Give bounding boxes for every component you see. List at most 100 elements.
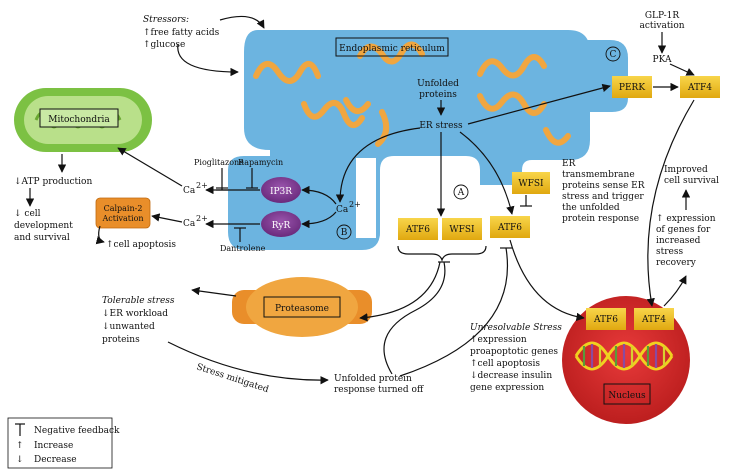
svg-text:2+: 2+	[349, 200, 361, 209]
stressors-title: Stressors:	[143, 15, 189, 25]
wfsi-box-left: WFSI	[442, 218, 482, 240]
svg-text:ATF4: ATF4	[641, 315, 666, 325]
er-title: Endoplasmic reticulum	[339, 44, 445, 54]
cell-development-1: ↓ cell	[14, 209, 41, 219]
svg-text:Ca: Ca	[336, 205, 349, 215]
svg-text:Ca: Ca	[183, 219, 196, 229]
legend-negative: Negative feedback	[15, 423, 120, 436]
atp-production: ↓ATP production	[14, 177, 92, 187]
svg-text:ATF6: ATF6	[593, 315, 618, 325]
pioglitazone-label: Pioglitazone	[194, 158, 244, 167]
unfolded-proteins-line1: Unfolded	[417, 79, 459, 89]
svg-text:B: B	[341, 228, 348, 238]
unresolvable-1: ↑expression	[470, 335, 527, 345]
ryr-channel: RyR	[261, 211, 301, 237]
wfsi-box-right: WFSI	[512, 172, 550, 194]
svg-text:Negative feedback: Negative feedback	[34, 426, 120, 436]
svg-text:C: C	[610, 50, 617, 60]
unfolded-proteins-line2: proteins	[419, 90, 457, 100]
svg-text:WFSI: WFSI	[449, 225, 475, 235]
er-sense-2: transmembrane	[562, 170, 635, 180]
svg-text:Decrease: Decrease	[34, 455, 77, 465]
expression-up-1: ↑ expression	[656, 214, 716, 224]
svg-text:RyR: RyR	[272, 221, 291, 231]
mitochondria-title: Mitochondria	[48, 115, 110, 125]
er-sense-3: proteins sense ER	[562, 181, 645, 191]
svg-text:A: A	[457, 188, 465, 198]
stressor-glucose: ↑glucose	[143, 40, 185, 50]
rapamycin-label: Rapamycin	[238, 158, 283, 167]
er-sense-4: stress and trigger	[562, 192, 644, 202]
svg-text:Ca: Ca	[183, 186, 196, 196]
atf4-box-nucleus: ATF4	[634, 308, 674, 330]
label-a: A	[453, 184, 469, 200]
upr-off-2: response turned off	[334, 385, 424, 395]
svg-text:Increase: Increase	[34, 441, 73, 451]
svg-text:2+: 2+	[196, 181, 208, 190]
er-sense-6: protein response	[562, 214, 639, 224]
tolerable-1: ↓ER workload	[102, 309, 168, 319]
svg-text:ATF6: ATF6	[497, 223, 522, 233]
dantrolene-label: Dantrolene	[220, 244, 266, 253]
svg-text:↓: ↓	[16, 455, 24, 465]
proteasome-title: Proteasome	[275, 304, 329, 314]
svg-text:2+: 2+	[196, 214, 208, 223]
expression-up-3: increased	[656, 236, 701, 246]
ip3r-channel: IP3R	[261, 177, 301, 203]
svg-text:Calpain-2: Calpain-2	[104, 204, 143, 213]
pka-label: PKA	[653, 55, 672, 65]
cell-development-2: development	[14, 221, 73, 231]
improved-2: cell survival	[664, 176, 719, 186]
unfolded-protein-squiggles	[253, 41, 571, 147]
nucleus-title: Nucleus	[608, 391, 646, 401]
label-b: B	[336, 224, 352, 240]
svg-text:ATF4: ATF4	[687, 83, 712, 93]
calpain-apoptosis: ↑cell apoptosis	[106, 240, 176, 250]
svg-text:WFSI: WFSI	[518, 179, 544, 189]
connectors	[25, 15, 695, 385]
expression-up-4: stress	[656, 247, 683, 257]
er-title-box: Endoplasmic reticulum	[335, 37, 449, 57]
atf4-box-top: ATF4	[680, 76, 720, 98]
unresolvable-5: gene expression	[470, 383, 544, 393]
improved-1: Improved	[664, 165, 708, 175]
unresolvable-3: ↑cell apoptosis	[470, 359, 540, 369]
svg-text:↑: ↑	[16, 441, 24, 451]
upr-off-1: Unfolded protein	[334, 374, 412, 384]
cell-development-3: and survival	[14, 233, 70, 243]
legend-decrease: ↓ Decrease	[16, 455, 77, 465]
legend-increase: ↑ Increase	[16, 441, 73, 451]
ca2-lower: Ca 2+	[183, 214, 208, 229]
ca2-upper: Ca 2+	[183, 181, 208, 196]
tolerable-title: Tolerable stress	[102, 296, 175, 306]
atf6-box-right: ATF6	[490, 216, 530, 238]
svg-text:ATF6: ATF6	[405, 225, 430, 235]
glp1r-line2: activation	[639, 21, 684, 31]
calpain-2-activation: Calpain-2 Activation	[95, 197, 151, 229]
glp1r-line1: GLP-1R	[645, 11, 679, 21]
unresolvable-title: Unresolvable Stress	[470, 323, 562, 333]
er-sense-1: ER	[562, 159, 576, 169]
label-c: C	[605, 46, 621, 62]
legend: Negative feedback ↑ Increase ↓ Decrease	[7, 417, 120, 469]
unresolvable-2: proapoptotic genes	[470, 347, 558, 357]
mitochondria: Mitochondria	[14, 88, 152, 152]
svg-text:Activation: Activation	[101, 214, 143, 223]
tolerable-2: ↓unwanted	[102, 322, 155, 332]
ca2-er: Ca 2+	[336, 200, 361, 215]
expression-up-5: recovery	[656, 258, 697, 268]
atf6-box-left: ATF6	[398, 218, 438, 240]
er-stress-label: ER stress	[419, 121, 463, 131]
svg-text:PERK: PERK	[619, 83, 645, 93]
expression-up-2: of genes for	[656, 225, 711, 235]
stressor-ffa: ↑free fatty acids	[143, 28, 220, 38]
er-sense-5: the unfolded	[562, 203, 620, 213]
perk-box: PERK	[612, 76, 652, 98]
proteasome: Proteasome	[232, 277, 372, 337]
atf6-box-nucleus: ATF6	[586, 308, 626, 330]
svg-text:IP3R: IP3R	[270, 187, 292, 197]
stressors: Stressors: ↑free fatty acids ↑glucose	[143, 15, 220, 50]
tolerable-3: proteins	[102, 335, 140, 345]
unresolvable-4: ↓decrease insulin	[470, 371, 552, 381]
